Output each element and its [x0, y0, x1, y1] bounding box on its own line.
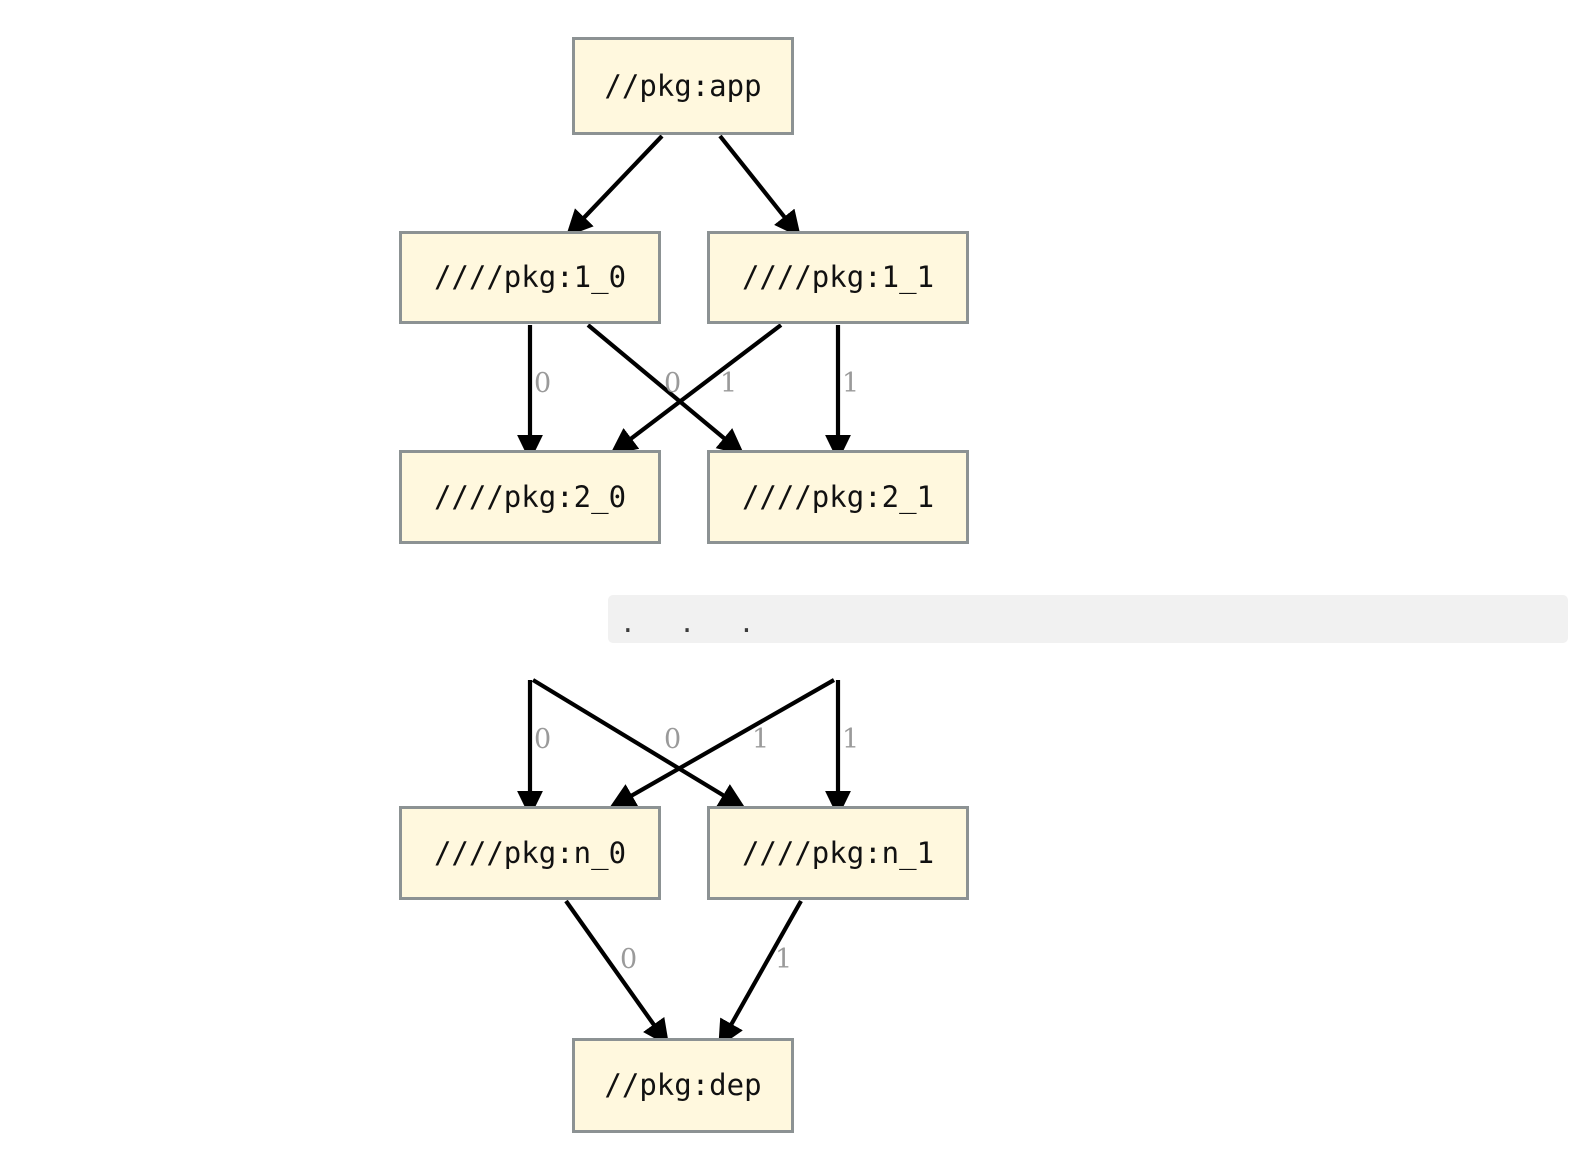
edge-label: 1 — [775, 944, 793, 975]
node-pkg-dep[interactable]: //pkg:dep — [572, 1038, 794, 1133]
node-pkg-2-1[interactable]: ////pkg:2_1 — [707, 450, 969, 544]
node-label: ////pkg:1_0 — [433, 260, 627, 294]
edge-label: 0 — [664, 368, 682, 399]
ellipsis-label: . . . — [620, 609, 769, 639]
node-label: ////pkg:2_0 — [433, 479, 627, 514]
graph-edge — [565, 134, 664, 237]
edge-label: 0 — [534, 368, 552, 399]
graph-edge — [718, 134, 801, 238]
edge-label: 0 — [620, 944, 638, 975]
node-pkg-2-0[interactable]: ////pkg:2_0 — [399, 450, 661, 544]
node-pkg-1-0[interactable]: ////pkg:1_0 — [399, 231, 661, 324]
graph-edge — [586, 323, 745, 456]
graph-edge — [609, 323, 783, 455]
edge-label: 1 — [842, 368, 860, 399]
edge-label: 0 — [534, 724, 552, 755]
node-pkg-n-0[interactable]: ////pkg:n_0 — [399, 806, 661, 900]
node-label: ////pkg:n_1 — [741, 835, 935, 870]
edge-label: 1 — [720, 368, 738, 399]
edge-label: 1 — [842, 724, 860, 755]
graph-edge — [531, 678, 747, 810]
node-pkg-app[interactable]: //pkg:app — [572, 37, 794, 135]
graph-edge — [608, 678, 836, 809]
node-pkg-1-1[interactable]: ////pkg:1_1 — [707, 231, 969, 324]
edge-label: 1 — [752, 724, 770, 755]
node-label: ////pkg:n_0 — [433, 835, 627, 870]
node-label: //pkg:dep — [604, 1068, 762, 1102]
node-label: ////pkg:1_1 — [741, 260, 935, 294]
node-label: ////pkg:2_1 — [741, 479, 935, 514]
node-pkg-n-1[interactable]: ////pkg:n_1 — [707, 806, 969, 900]
graph-edge — [718, 899, 803, 1048]
edge-label: 0 — [664, 724, 682, 755]
collapsed-rows-band: . . . — [608, 595, 1568, 643]
graph-edge — [564, 899, 670, 1047]
node-label: //pkg:app — [604, 68, 762, 103]
